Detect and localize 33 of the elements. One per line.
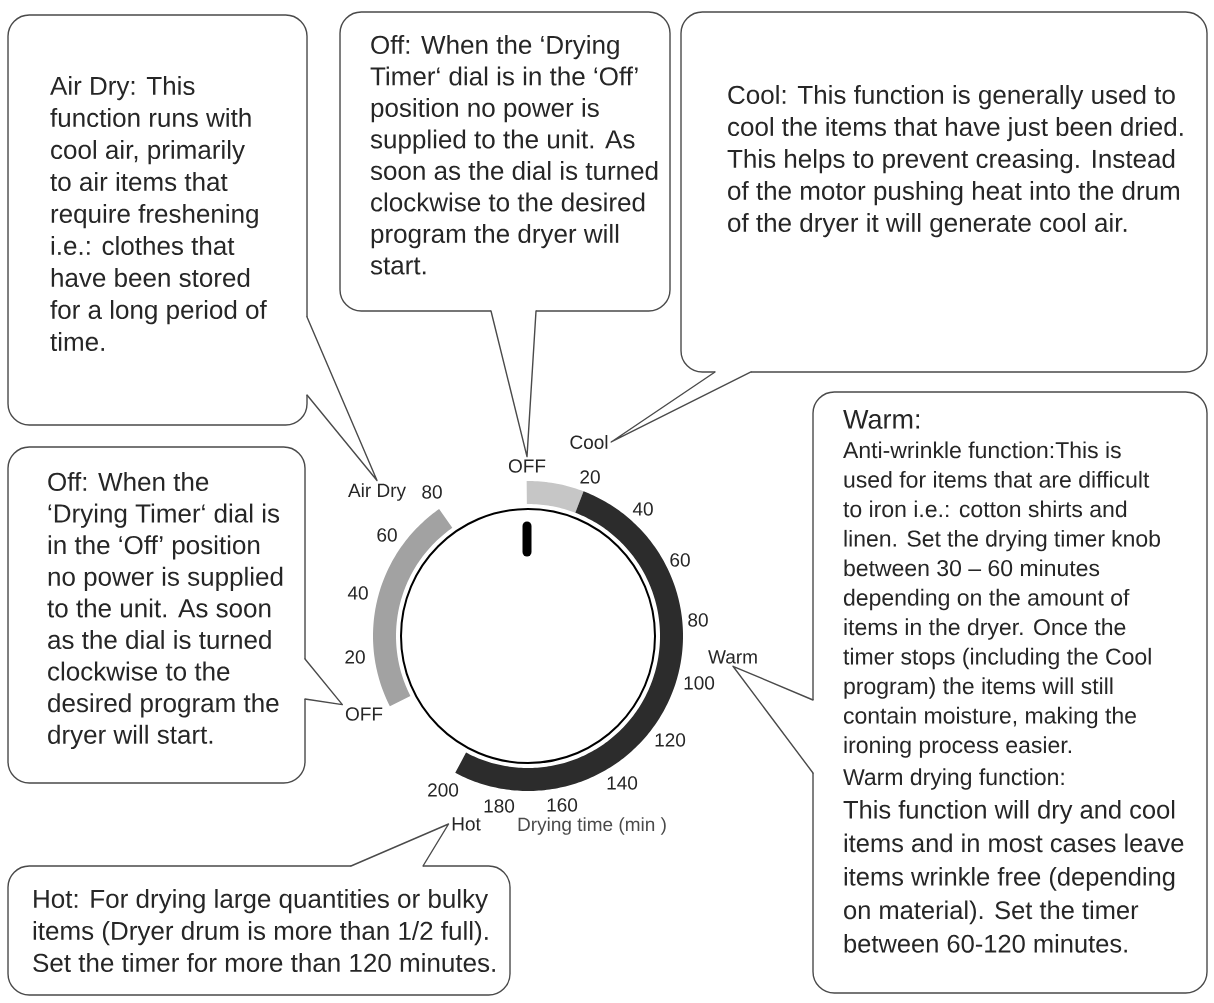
callout-tail — [350, 823, 450, 867]
scale-number: 200 — [428, 783, 459, 797]
callout-tail — [306, 316, 378, 482]
scale-number: 40 — [632, 502, 653, 516]
scale-number: 180 — [484, 799, 515, 813]
scale-caption: Drying time (min ) — [518, 817, 666, 835]
speech-bubble: Cool: This function is generally used to cool the items that have just been dried. This helps to prevent creasing. Instead of the motor pushing heat into the drum of the dryer it will generate cool air. — [680, 11, 1208, 374]
callout-tail — [610, 371, 752, 443]
scale-number: 160 — [547, 798, 578, 812]
scale-number: 100 — [684, 676, 715, 690]
scale-label: OFF — [345, 707, 383, 721]
scale-label: Warm — [708, 650, 757, 664]
speech-bubble: Off: When the ‘Drying Timer‘ dial is in the ‘Off’ position no power is supplied to the unit. As soon as the dial is turned clockwise to the desired program the dryer will start. — [339, 11, 671, 313]
callout-tail — [732, 665, 814, 774]
scale-number: 80 — [688, 613, 708, 627]
scale-label: Air Dry — [348, 483, 406, 501]
speech-bubble: Air Dry: This function runs with cool air, primarily to air items that require freshening i.e.: clothes that have been stored for a long period of time. — [7, 14, 309, 426]
scale-label: Cool — [570, 435, 608, 449]
scale-number: 140 — [607, 776, 638, 790]
speech-bubble: Hot: For drying large quantities or bulky items (Dryer drum is more than 1/2 full). Set the timer for more than 120 minutes. — [7, 864, 511, 996]
scale-number: 20 — [345, 650, 365, 664]
scale-label: OFF — [508, 459, 546, 473]
scale-number: 20 — [580, 470, 600, 484]
scale-number: 120 — [655, 733, 686, 747]
scale-number: 80 — [422, 485, 442, 499]
scale-number: 60 — [377, 528, 397, 542]
scale-number: 60 — [670, 553, 690, 567]
callout-tail — [304, 658, 344, 706]
scale-number: 40 — [347, 586, 368, 600]
scale-label: Hot — [452, 817, 481, 831]
callout-tail — [490, 310, 537, 458]
speech-bubble: Off: When the ‘Drying Timer‘ dial is in the ‘Off’ position no power is supplied to the unit. As soon as the dial is turned clockwise to the desired program the dryer will start. — [7, 446, 307, 784]
speech-bubble: Warm: Anti-wrinkle function:This is used for items that are difficult to iron i.e.: cotton shirts and linen. Set the drying timer knob between 30 – 60 minutes depending on the amount of items in the dryer. Once the timer stops (including the Cool program) the items will still contain moisture, making the ironing process easier. Warm drying function: This function will dry and cool items and in most cases leave items wrinkle free (depending on material). Set the timer between 60-120 minutes. — [811, 391, 1208, 994]
